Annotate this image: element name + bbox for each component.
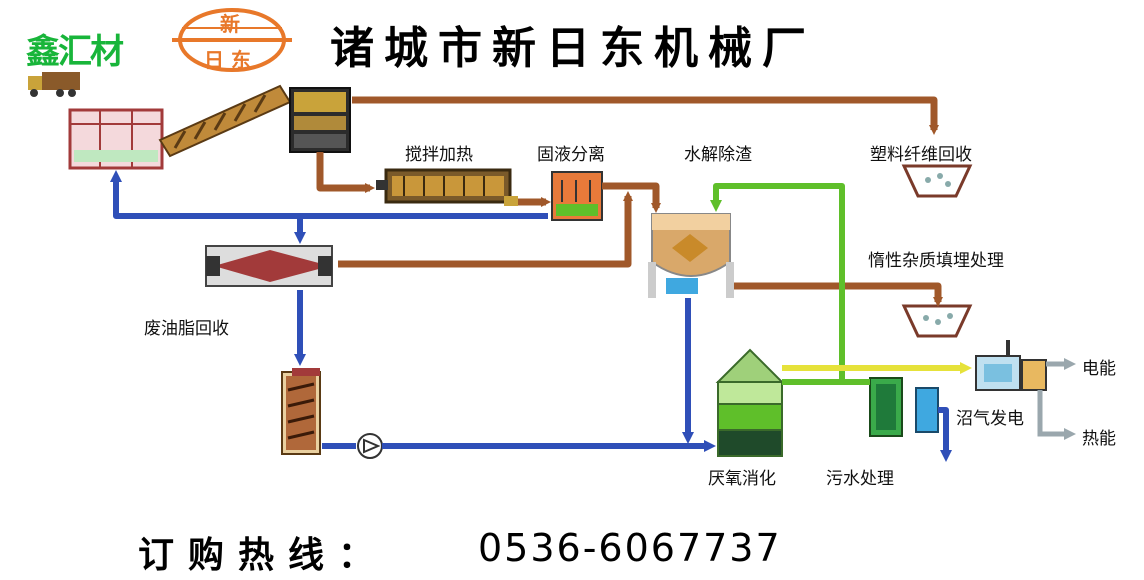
inert-landfill-bin bbox=[901, 304, 973, 338]
brand-logo-left: 鑫汇材 bbox=[26, 32, 124, 72]
inclined-screw-conveyor bbox=[158, 84, 292, 158]
label-biogas-power: 沼气发电 bbox=[956, 409, 1024, 429]
solid-liquid-separator bbox=[551, 171, 603, 221]
seal-top-text: 新 bbox=[220, 12, 240, 36]
hydrolysis-tank bbox=[648, 213, 734, 298]
vertical-screw-unit bbox=[281, 368, 321, 455]
label-solid-liquid: 固液分离 bbox=[537, 145, 605, 165]
plastic-fiber-bin bbox=[901, 164, 973, 198]
label-heat: 热能 bbox=[1082, 429, 1116, 449]
decanter-centrifuge bbox=[205, 245, 333, 287]
label-anaerobic: 厌氧消化 bbox=[708, 469, 776, 489]
receiving-hopper bbox=[68, 108, 164, 170]
sorting-crusher bbox=[289, 87, 351, 153]
blue-flow-lines bbox=[110, 170, 952, 462]
label-hydrolysis: 水解除渣 bbox=[684, 145, 752, 165]
label-waste-oil: 废油脂回收 bbox=[144, 319, 229, 339]
green-flow-lines bbox=[710, 183, 870, 385]
hotline-label: 订购热线： bbox=[138, 534, 389, 576]
sewage-treatment-unit bbox=[869, 377, 939, 437]
label-stir-heat: 搅拌加热 bbox=[405, 145, 473, 165]
page-title: 诸城市新日东机械厂 bbox=[330, 23, 816, 74]
stir-heat-tank bbox=[376, 168, 518, 206]
label-electricity: 电能 bbox=[1082, 359, 1116, 379]
gray-flow-lines bbox=[1037, 358, 1076, 440]
label-sewage: 污水处理 bbox=[826, 469, 894, 489]
hotline-phone: 0536-6067737 bbox=[478, 526, 782, 570]
anaerobic-digester bbox=[715, 348, 785, 457]
label-plastic-fiber: 塑料纤维回收 bbox=[870, 145, 972, 165]
pump-icon bbox=[357, 433, 383, 459]
truck-icon bbox=[28, 72, 80, 97]
label-inert-landfill: 惰性杂质填埋处理 bbox=[868, 251, 1004, 271]
brown-flow-lines bbox=[316, 96, 943, 307]
biogas-generator bbox=[975, 340, 1047, 391]
seal-mid-text: 日 东 bbox=[204, 48, 251, 72]
seal-logo bbox=[172, 8, 292, 72]
